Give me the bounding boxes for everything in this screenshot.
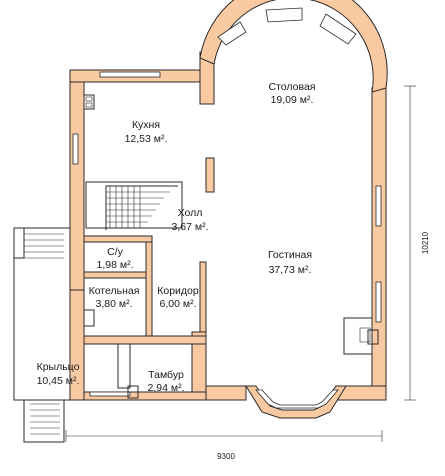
room-area-porch: 10,45 м². — [37, 375, 80, 387]
exterior-walls — [69, 51, 387, 401]
room-name-living: Гостиная — [268, 249, 312, 261]
room-name-hall: Холл — [178, 207, 203, 219]
room-name-kitchen: Кухня — [132, 119, 160, 131]
entrance — [83, 309, 139, 399]
room-area-hall: 3,67 м². — [172, 221, 209, 233]
bay-window-glass — [255, 389, 339, 409]
room-name-boiler: Котельная — [89, 285, 140, 297]
dimension-height-label: 10210 — [421, 231, 430, 254]
fireplace-icon — [343, 317, 379, 355]
room-labels: Столовая 19,09 м². Кухня 12,53 м². Холл … — [37, 81, 316, 394]
room-area-boiler: 3,80 м². — [96, 298, 133, 310]
bay-window — [245, 385, 347, 419]
room-name-corridor: Коридор — [157, 285, 199, 297]
room-area-vestibule: 2,94 м². — [148, 382, 185, 394]
room-name-wc: С/у — [107, 246, 124, 258]
room-area-dining: 19,09 м². — [271, 94, 314, 106]
wall-windows — [72, 71, 382, 397]
staircase — [85, 181, 183, 230]
room-area-wc: 1,98 м². — [97, 259, 134, 271]
room-name-vestibule: Тамбур — [148, 369, 184, 381]
room-area-living: 37,73 м². — [269, 264, 312, 276]
dimension-width-label: 9300 — [217, 452, 235, 461]
dining-arc-windows — [217, 7, 357, 46]
dimension-lines — [65, 85, 416, 442]
kitchen-vent-icon — [83, 94, 95, 110]
porch — [13, 227, 71, 443]
interior-walls — [83, 157, 215, 345]
room-area-kitchen: 12,53 м². — [125, 133, 168, 145]
room-name-dining: Столовая — [269, 81, 316, 93]
dining-arc-wall — [199, 0, 388, 93]
room-area-corridor: 6,00 м². — [160, 298, 197, 310]
room-name-porch: Крыльцо — [37, 361, 80, 373]
